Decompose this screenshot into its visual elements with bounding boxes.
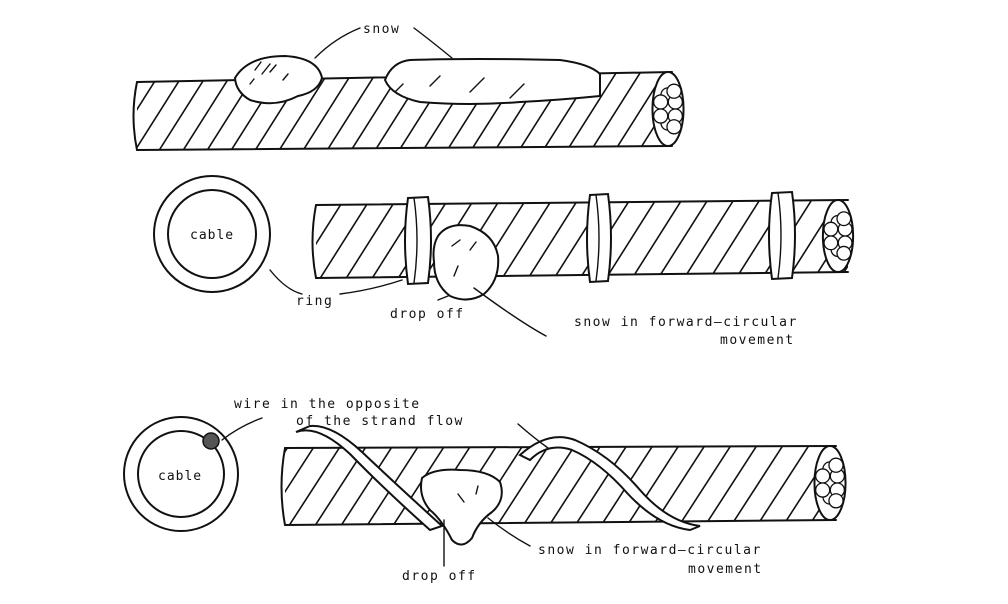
strand-wire-circle xyxy=(814,468,831,484)
wire-label-line2: of the strand flow xyxy=(296,414,464,429)
strand-hatch-line xyxy=(599,200,663,278)
strand-hatch-line xyxy=(698,446,764,525)
wire-cross-section: cable xyxy=(123,416,239,532)
wire-label-line1: wire in the opposite xyxy=(234,397,421,412)
figure-3-strand-end xyxy=(813,445,847,521)
strand-wire-circle xyxy=(666,83,682,99)
strand-hatch-line xyxy=(386,446,452,525)
snow-forward-label-2-line1: snow in forward—circular xyxy=(538,543,762,558)
strand-wire-circle xyxy=(828,457,844,473)
strand-hatch-line xyxy=(860,190,922,288)
strand-hatch-line xyxy=(308,446,374,525)
strand-hatch-line xyxy=(495,200,559,278)
spiral-wire xyxy=(295,424,701,532)
figure-2-cable-with-rings: cable ring xyxy=(153,175,948,348)
figure-1-snow-lump-left xyxy=(233,54,324,105)
strand-hatch-line xyxy=(705,62,767,160)
strand-hatch-line xyxy=(681,62,743,160)
strand-wire-circle xyxy=(823,235,839,251)
ring-band-2 xyxy=(586,192,612,284)
strand-wire-circle xyxy=(836,211,852,227)
figure-2-strand-end xyxy=(821,199,855,273)
wire-dot xyxy=(202,432,220,450)
strand-hatch-line xyxy=(568,446,634,525)
strand-hatch-line xyxy=(560,72,624,150)
strand-hatch-line xyxy=(316,200,377,278)
snow-forward-label-1-line2: movement xyxy=(720,333,795,348)
figure-3-cable-with-spiral-wire: cable wire in the opposite of the strand… xyxy=(123,397,919,584)
snow-pointer-lines xyxy=(314,27,453,59)
strand-wire-circle xyxy=(836,245,852,261)
strand-hatch-line xyxy=(285,446,322,525)
ring-label: ring xyxy=(296,294,333,309)
strand-hatch-line xyxy=(584,72,648,150)
strand-hatch-line xyxy=(886,190,948,288)
strand-hatch-line xyxy=(724,446,790,525)
strand-hatch-line xyxy=(176,72,240,150)
ring-band-3 xyxy=(768,190,796,281)
strand-hatch-line xyxy=(855,436,919,535)
figure-3-cable-body xyxy=(280,436,919,535)
strand-hatch-line xyxy=(703,200,767,278)
strand-hatch-line xyxy=(750,446,816,525)
figure-2-snow-lump xyxy=(432,224,500,301)
figure-3-snow-lump xyxy=(420,468,503,546)
figure-1-cable-with-snow: snow xyxy=(57,22,767,160)
strand-hatch-line xyxy=(152,72,216,150)
figure-1-snow-layer-right xyxy=(383,58,601,105)
strand-hatch-line xyxy=(137,72,192,150)
strand-wire-circle xyxy=(652,94,669,110)
strand-hatch-line xyxy=(677,200,741,278)
strand-hatch-line xyxy=(651,200,715,278)
figure-3-pointer-lines xyxy=(221,417,549,567)
strand-hatch-line xyxy=(490,446,556,525)
figure-2-pointer-lines xyxy=(269,269,547,337)
cable-label-2: cable xyxy=(158,469,202,484)
strand-hatch-line xyxy=(57,62,119,160)
strand-hatch-line xyxy=(334,446,400,525)
strand-hatch-line xyxy=(625,200,689,278)
strand-hatch-line xyxy=(516,446,582,525)
cable-label-1: cable xyxy=(190,228,234,243)
drop-off-label-1: drop off xyxy=(390,307,465,322)
strand-wire-circle xyxy=(652,108,669,124)
snow-forward-label-1-line1: snow in forward—circular xyxy=(574,315,798,330)
strand-hatch-line xyxy=(316,200,351,278)
snow-label: snow xyxy=(363,22,400,37)
ring-cross-section: cable xyxy=(153,175,271,293)
drop-off-label-2: drop off xyxy=(402,569,477,584)
strand-wire-circle xyxy=(823,221,839,237)
strand-wire-circle xyxy=(814,482,831,498)
strand-wire-circle xyxy=(666,119,682,135)
ring-band-1 xyxy=(404,195,432,286)
strand-hatch-line xyxy=(521,200,585,278)
strand-wire-circle xyxy=(828,493,844,509)
figure-1-strand-end xyxy=(651,71,685,147)
strand-hatch-line xyxy=(620,446,686,525)
snow-forward-label-2-line2: movement xyxy=(688,562,763,577)
strand-hatch-line xyxy=(339,200,403,278)
strand-hatch-line xyxy=(672,446,738,525)
strand-hatch-line xyxy=(285,446,348,525)
